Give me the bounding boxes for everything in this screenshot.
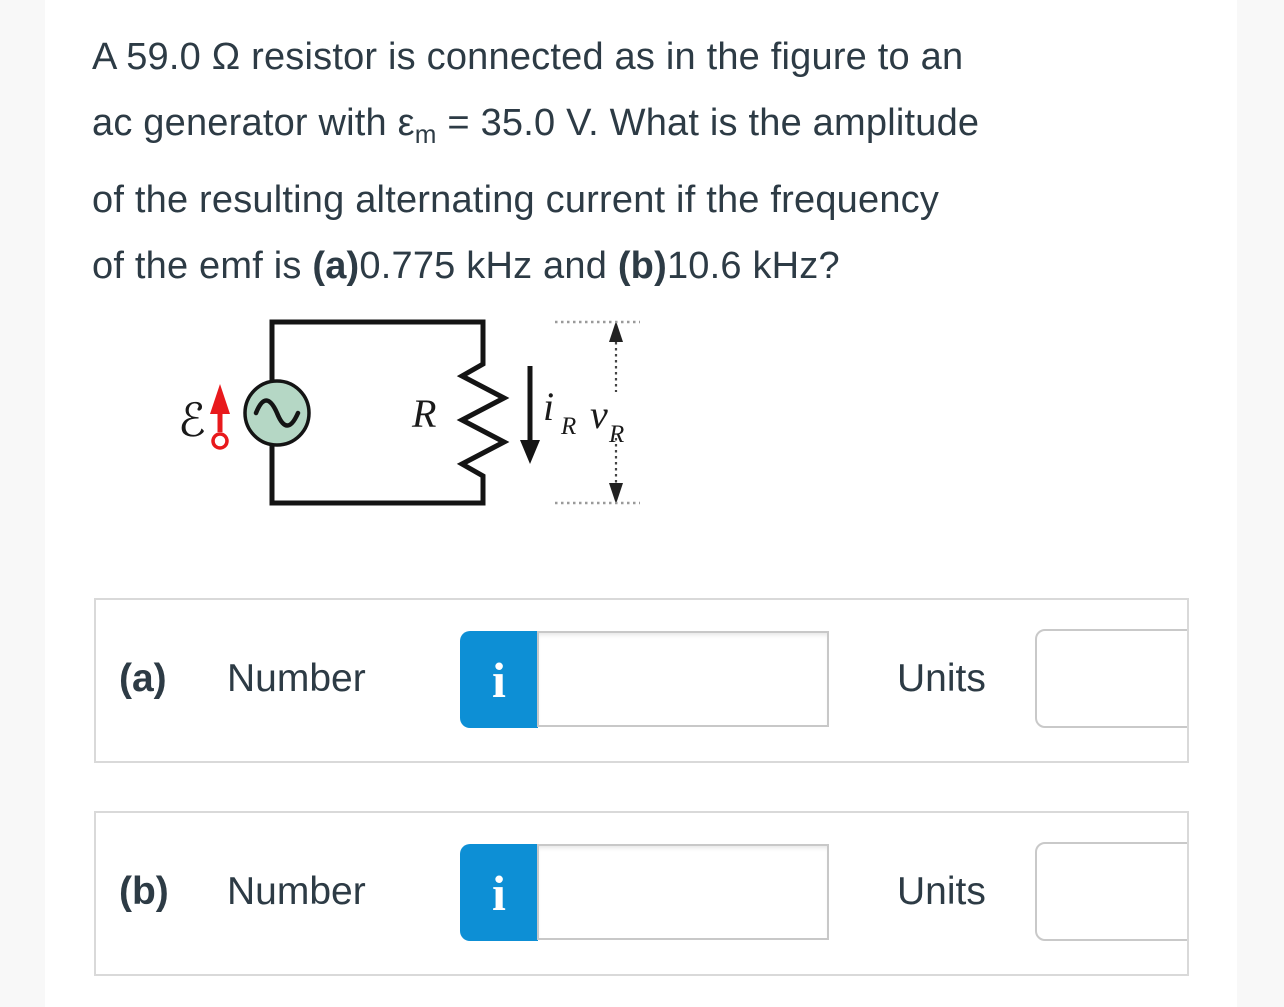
answer-b-number-label: Number — [227, 870, 366, 913]
info-icon[interactable]: i — [460, 844, 538, 941]
info-icon-glyph: i — [492, 864, 506, 921]
current-sub-label: R — [560, 413, 576, 440]
emf-label: ℰ — [178, 393, 206, 447]
emf-direction-arrow — [210, 384, 230, 450]
answer-b-units-input[interactable] — [1035, 842, 1187, 941]
circuit-figure: ℰ R i R v R — [178, 319, 640, 506]
answer-b-units-label: Units — [897, 870, 986, 913]
voltage-label: v — [590, 392, 608, 437]
page-gutter-left — [0, 0, 45, 1007]
voltage-sub-label: R — [608, 421, 624, 448]
answer-a-number-input[interactable] — [537, 631, 829, 727]
current-arrow — [520, 366, 540, 464]
info-icon[interactable]: i — [460, 631, 538, 728]
page-gutter-right — [1237, 0, 1284, 1007]
question-text: A 59.0 Ω resistor is connected as in the… — [92, 36, 980, 287]
sine-wave-icon — [253, 398, 301, 428]
current-label: i — [543, 384, 554, 429]
answer-b-label: (b) — [119, 870, 169, 913]
answer-a-label: (a) — [119, 657, 167, 700]
answer-a-number-label: Number — [227, 657, 366, 700]
info-icon-glyph: i — [492, 651, 506, 708]
answer-box-b: (b) Number i Units — [94, 811, 1189, 976]
answer-a-units-label: Units — [897, 657, 986, 700]
answer-box-a: (a) Number i Units — [94, 598, 1189, 763]
voltage-arrow — [609, 321, 623, 504]
resistor-symbol — [456, 352, 510, 488]
answer-a-units-input[interactable] — [1035, 629, 1187, 728]
resistor-label: R — [411, 391, 436, 436]
answer-b-number-input[interactable] — [537, 844, 829, 940]
